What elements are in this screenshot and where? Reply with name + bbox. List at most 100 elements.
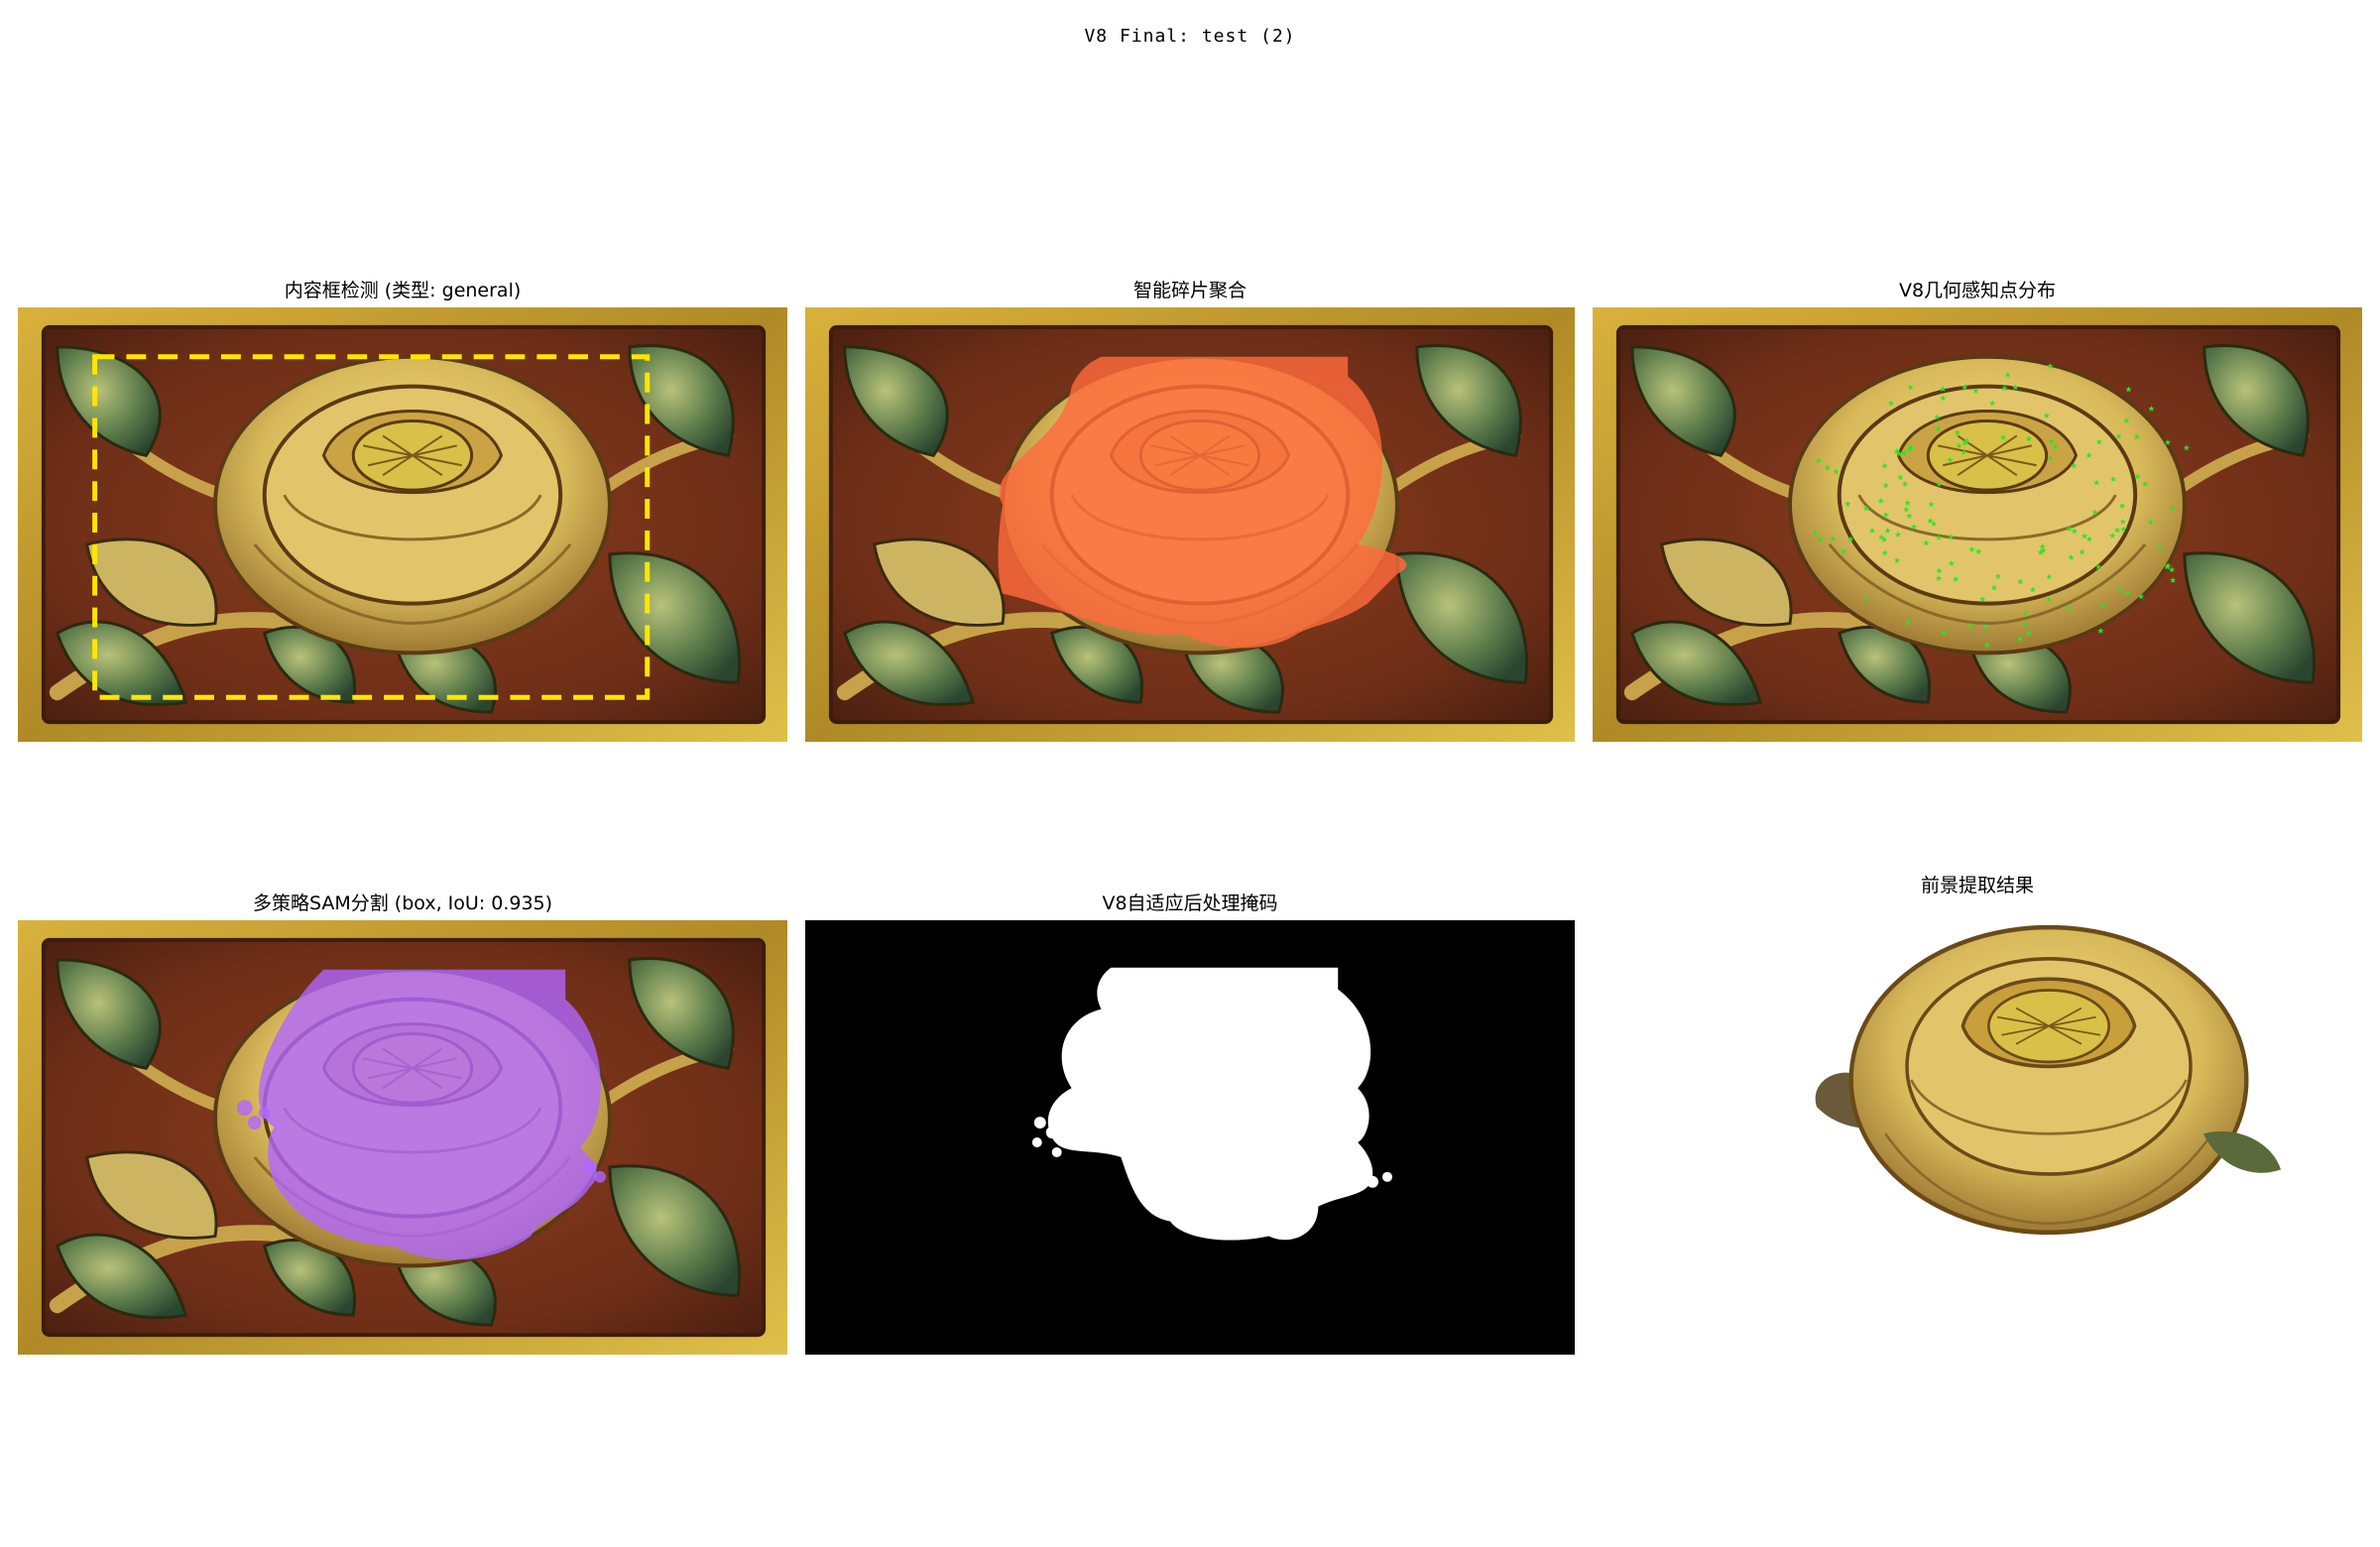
panel-title-box-detection: 内容框检测 (类型: general) <box>284 280 522 301</box>
panel-title-foreground-result: 前景提取结果 <box>1920 875 2034 896</box>
prompt-point-star: ★ <box>2093 475 2100 489</box>
binary-mask <box>1031 967 1392 1241</box>
prompt-point-star: ★ <box>2168 561 2175 575</box>
prompt-point-star: ★ <box>2046 592 2053 606</box>
prompt-point-star: ★ <box>1907 439 1914 453</box>
prompt-point-star: ★ <box>2124 585 2131 599</box>
prompt-points: ★★★★★★★★★★★★★★★★★★★★★★★★★★★★★★★★★★★★★★★★… <box>1812 358 2191 651</box>
prompt-point-star: ★ <box>1882 507 1889 521</box>
prompt-point-star: ★ <box>2085 447 2092 461</box>
panel-foreground-result-image <box>1791 900 2307 1277</box>
prompt-point-star: ★ <box>2029 581 2036 595</box>
prompt-point-star: ★ <box>1934 409 1941 422</box>
prompt-point-star: ★ <box>1878 530 1885 543</box>
prompt-point-star: ★ <box>2048 433 2055 447</box>
prompt-point-star: ★ <box>1982 619 1989 633</box>
prompt-point-star: ★ <box>1877 493 1884 507</box>
prompt-point-star: ★ <box>2125 382 2132 396</box>
prompt-point-star: ★ <box>2071 457 2078 471</box>
prompt-point-star: ★ <box>1935 420 1942 434</box>
prompt-point-star: ★ <box>1940 391 1947 405</box>
prompt-point-star: ★ <box>1979 591 1986 605</box>
prompt-point-star: ★ <box>2047 450 2054 464</box>
prompt-point-star: ★ <box>1844 496 1851 510</box>
prompt-point-star: ★ <box>2134 468 2141 482</box>
prompt-point-star: ★ <box>1935 570 1942 584</box>
prompt-point-star: ★ <box>1904 495 1911 509</box>
prompt-point-star: ★ <box>1884 523 1891 536</box>
prompt-point-star: ★ <box>1990 580 1997 594</box>
prompt-point-star: ★ <box>1881 544 1888 558</box>
prompt-point-star: ★ <box>2037 544 2044 558</box>
prompt-point-star: ★ <box>2079 543 2085 557</box>
panel-point-distribution-image: ★★★★★★★★★★★★★★★★★★★★★★★★★★★★★★★★★★★★★★★★… <box>1593 307 2362 742</box>
prompt-point-star: ★ <box>2043 408 2050 421</box>
prompt-point-star: ★ <box>2164 434 2171 448</box>
prompt-point-star: ★ <box>2046 568 2053 582</box>
prompt-point-star: ★ <box>1833 463 1840 477</box>
prompt-point-star: ★ <box>2085 532 2092 545</box>
prompt-point-star: ★ <box>1936 562 1943 576</box>
prompt-point-star: ★ <box>1893 443 1900 457</box>
prompt-point-star: ★ <box>2016 631 2023 645</box>
prompt-point-star: ★ <box>2017 573 2024 587</box>
prompt-point-star: ★ <box>1967 618 1974 632</box>
prompt-point-star: ★ <box>1947 529 1954 542</box>
panel-sam-segmentation-image <box>18 920 787 1355</box>
prompt-point-star: ★ <box>1901 476 1908 490</box>
prompt-point-star: ★ <box>2169 501 2176 515</box>
prompt-point-star: ★ <box>2001 381 2008 395</box>
prompt-point-star: ★ <box>1905 615 1912 629</box>
prompt-point-star: ★ <box>2026 625 2033 639</box>
prompt-point-star: ★ <box>2071 523 2078 536</box>
prompt-point-star: ★ <box>2170 572 2177 586</box>
panel-title-sam-segmentation: 多策略SAM分割 (box, IoU: 0.935) <box>252 892 553 914</box>
prompt-point-star: ★ <box>1954 424 1961 438</box>
prompt-point-star: ★ <box>1989 396 1996 410</box>
prompt-point-star: ★ <box>2066 521 2073 535</box>
prompt-point-star: ★ <box>1896 445 1903 459</box>
prompt-point-star: ★ <box>1824 459 1831 473</box>
prompt-point-star: ★ <box>1968 541 1975 555</box>
prompt-point-star: ★ <box>2156 539 2163 553</box>
prompt-point-star: ★ <box>1962 379 1968 393</box>
prompt-point-star: ★ <box>1948 555 1955 569</box>
prompt-point-star: ★ <box>2025 431 2032 445</box>
prompt-point-star: ★ <box>2138 589 2145 603</box>
prompt-point-star: ★ <box>1868 523 1875 536</box>
prompt-point-star: ★ <box>2047 358 2054 372</box>
prompt-point-star: ★ <box>1999 429 2006 443</box>
prompt-point-star: ★ <box>1947 451 1954 465</box>
prompt-point-star: ★ <box>1812 525 1819 538</box>
prompt-point-star: ★ <box>1906 441 1913 455</box>
prompt-point-star: ★ <box>2095 433 2102 447</box>
prompt-point-star: ★ <box>1894 552 1901 566</box>
prompt-point-star: ★ <box>2012 380 2019 394</box>
prompt-point-star: ★ <box>1936 530 1943 543</box>
prompt-point-star: ★ <box>2110 471 2117 485</box>
panel-title-fragment-aggregation: 智能碎片聚合 <box>1132 280 1247 301</box>
prompt-point-star: ★ <box>1953 571 1960 585</box>
prompt-point-star: ★ <box>1882 478 1889 492</box>
prompt-point-star: ★ <box>1903 501 1910 515</box>
prompt-point-star: ★ <box>1940 381 1947 395</box>
prompt-point-star: ★ <box>2097 623 2104 637</box>
prompt-point-star: ★ <box>2142 476 2149 490</box>
figure-title: V8 Final: test (2) <box>1084 26 1296 47</box>
prompt-point-star: ★ <box>2004 367 2011 381</box>
panel-title-point-distribution: V8几何感知点分布 <box>1898 280 2057 301</box>
prompt-point-star: ★ <box>1927 513 1934 527</box>
prompt-point-star: ★ <box>2165 557 2172 571</box>
prompt-point-star: ★ <box>1930 516 1937 530</box>
prompt-point-star: ★ <box>2022 605 2029 619</box>
prompt-point-star: ★ <box>1897 469 1904 483</box>
prompt-point-star: ★ <box>2094 559 2101 573</box>
prompt-point-star: ★ <box>1910 519 1917 533</box>
panel-postprocess-mask-image <box>805 920 1575 1355</box>
prompt-point-star: ★ <box>2109 528 2116 541</box>
prompt-point-star: ★ <box>2052 439 2059 453</box>
prompt-point-star: ★ <box>1940 625 1947 639</box>
prompt-point-star: ★ <box>2040 542 2047 556</box>
prompt-point-star: ★ <box>2164 558 2171 572</box>
prompt-point-star: ★ <box>2119 514 2126 528</box>
